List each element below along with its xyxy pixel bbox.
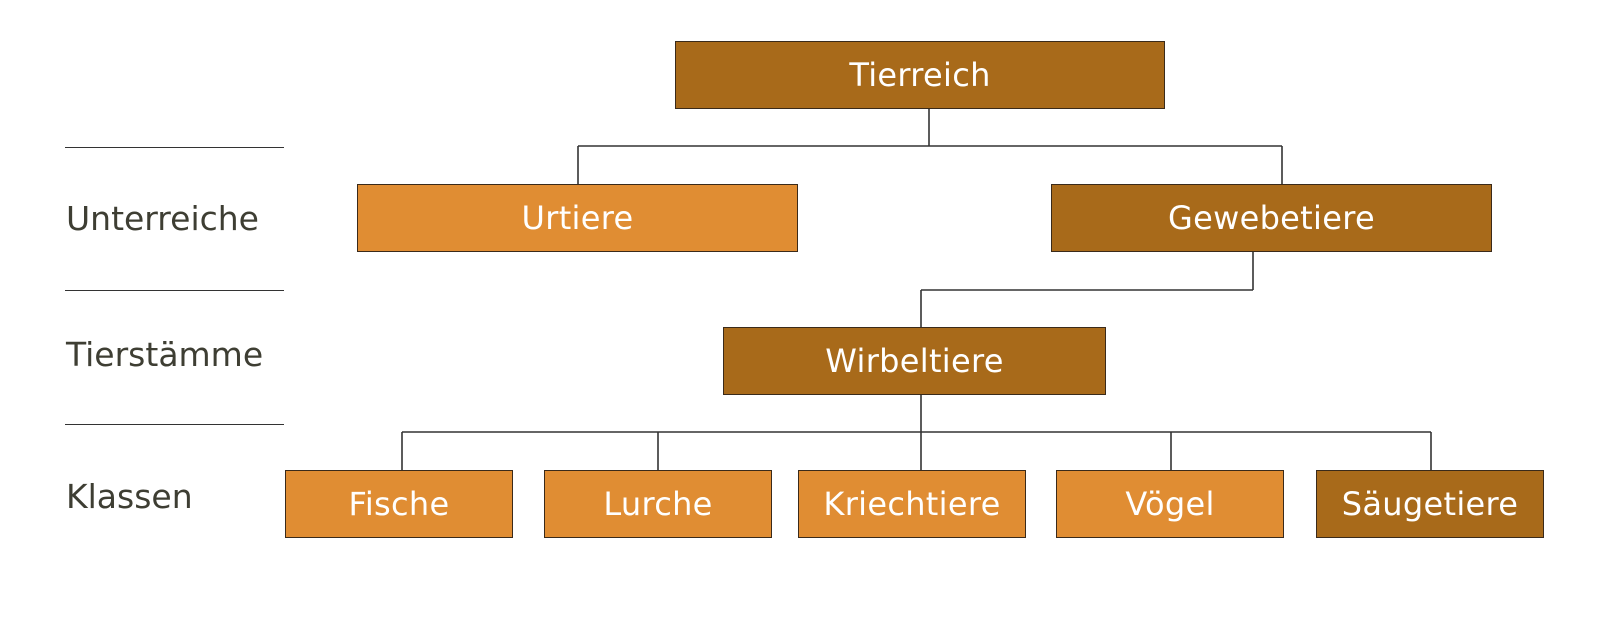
- node-kriechtiere-label: Kriechtiere: [823, 485, 1001, 523]
- node-saeugetiere: Säugetiere: [1316, 470, 1544, 538]
- node-kriechtiere: Kriechtiere: [798, 470, 1026, 538]
- node-gewebetiere: Gewebetiere: [1051, 184, 1492, 252]
- node-voegel: Vögel: [1056, 470, 1284, 538]
- node-lurche: Lurche: [544, 470, 772, 538]
- node-voegel-label: Vögel: [1125, 485, 1215, 523]
- node-saeugetiere-label: Säugetiere: [1341, 485, 1519, 523]
- node-wirbeltiere-label: Wirbeltiere: [825, 342, 1004, 380]
- node-fische: Fische: [285, 470, 513, 538]
- level-label-klassen: Klassen: [66, 477, 193, 516]
- level-separator-bottom: [65, 424, 284, 425]
- node-fische-label: Fische: [348, 485, 450, 523]
- node-wirbeltiere: Wirbeltiere: [723, 327, 1106, 395]
- node-tierreich-label: Tierreich: [849, 56, 991, 94]
- level-label-unterreiche: Unterreiche: [66, 199, 259, 238]
- node-gewebetiere-label: Gewebetiere: [1168, 199, 1375, 237]
- node-lurche-label: Lurche: [603, 485, 713, 523]
- level-separator-middle: [65, 290, 284, 291]
- node-urtiere-label: Urtiere: [521, 199, 634, 237]
- level-separator-top: [65, 147, 284, 148]
- node-tierreich: Tierreich: [675, 41, 1165, 109]
- node-urtiere: Urtiere: [357, 184, 798, 252]
- level-label-tierstaemme: Tierstämme: [66, 335, 264, 374]
